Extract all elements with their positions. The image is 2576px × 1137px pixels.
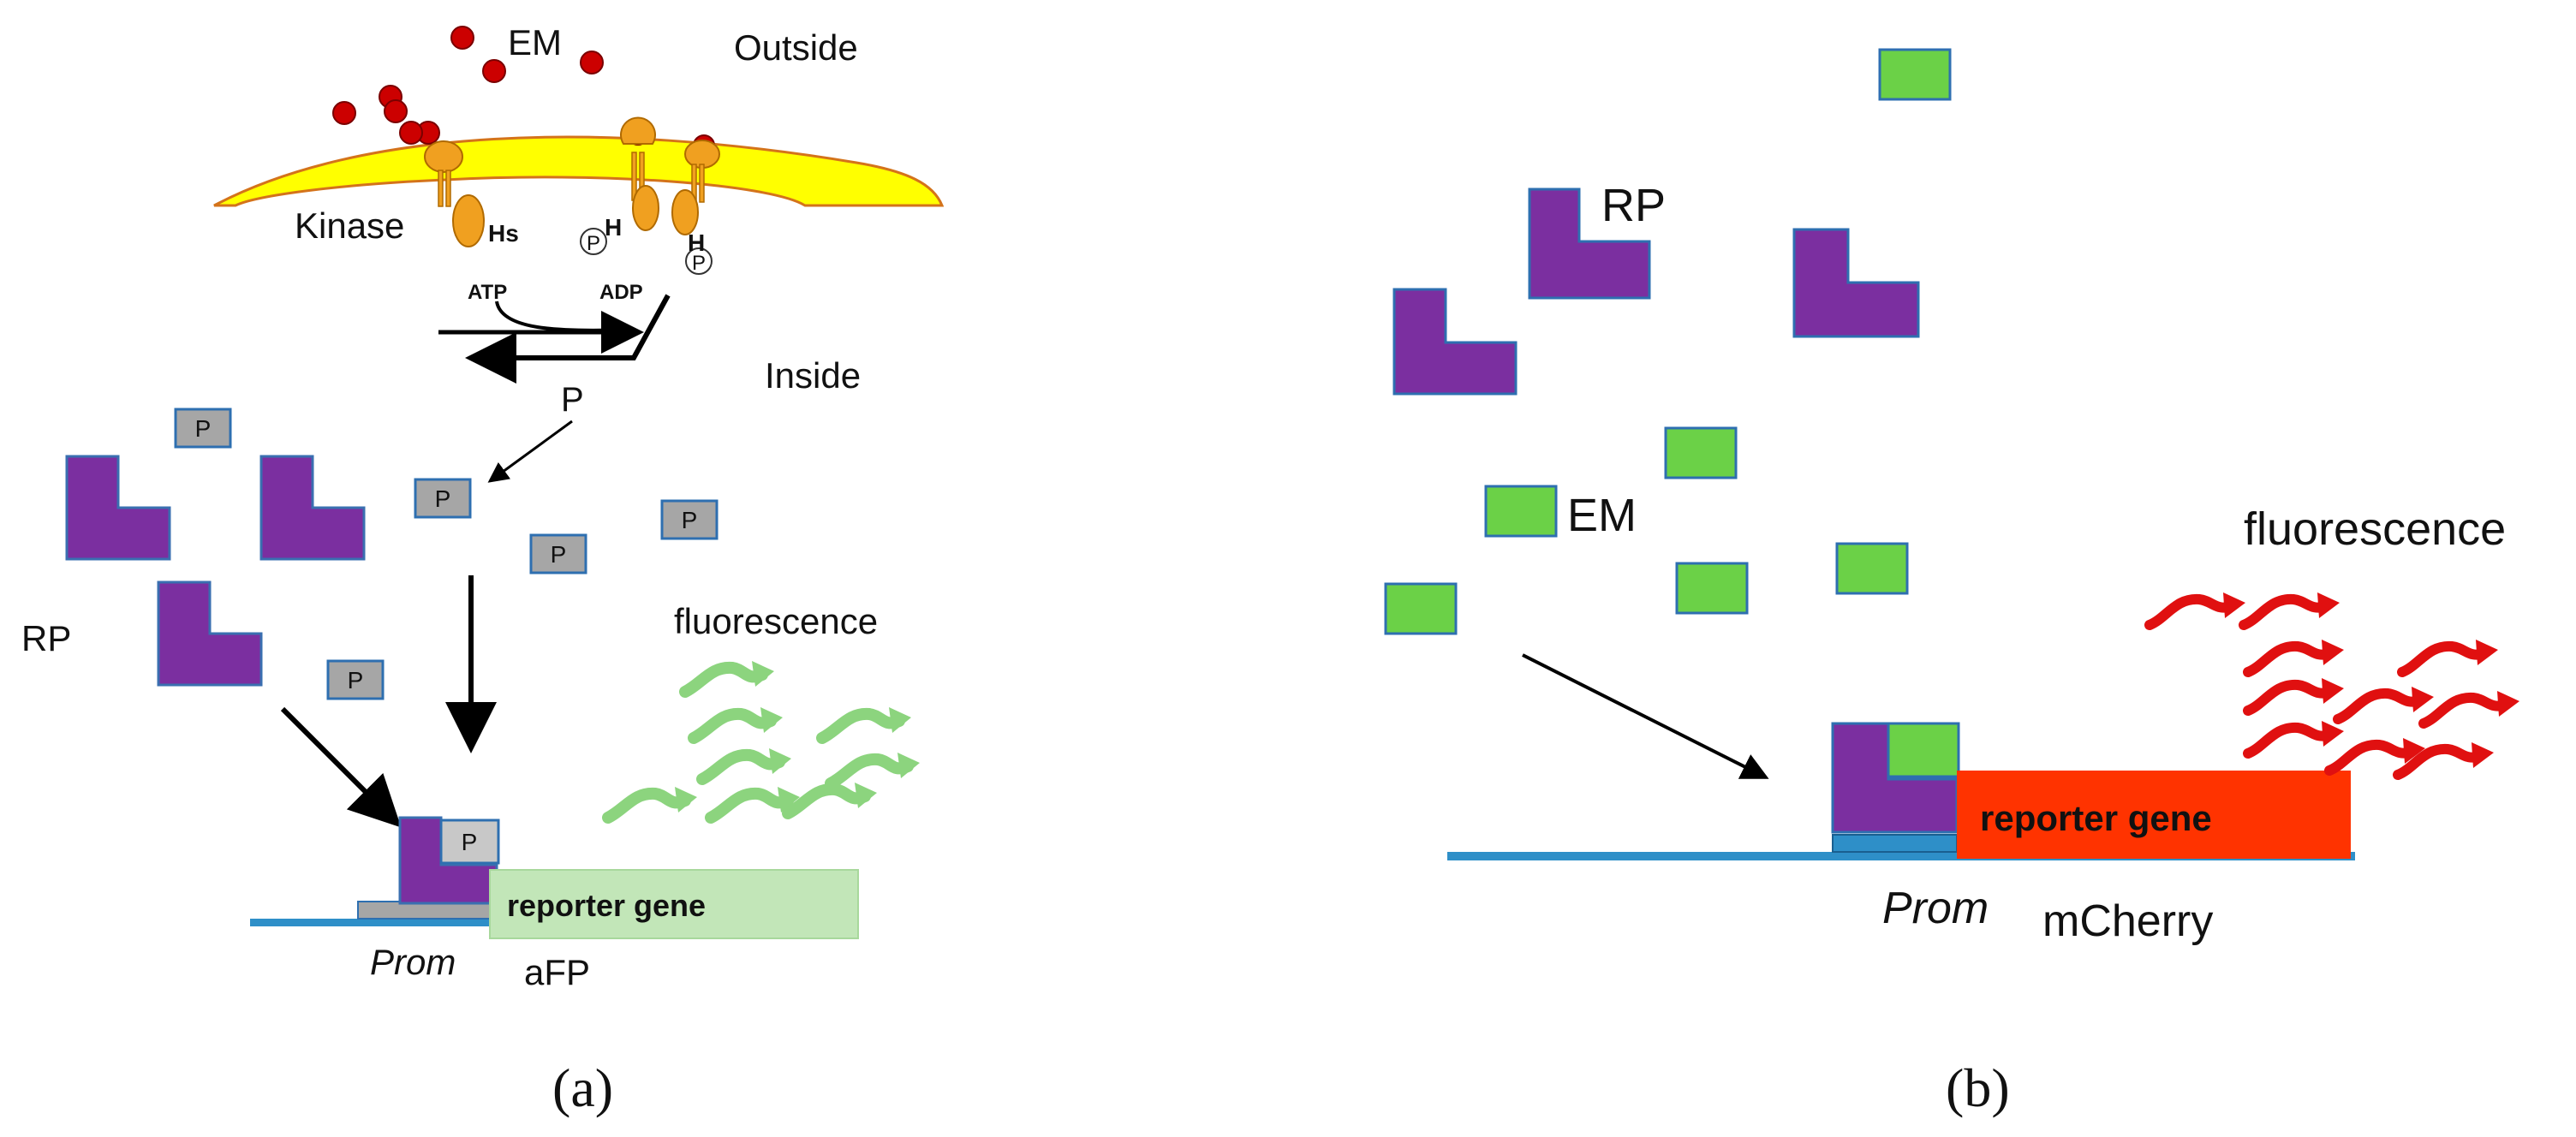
phosphate-box: P (326, 659, 385, 700)
rp-binding-arrow (280, 706, 402, 828)
h-label-1: H (605, 214, 622, 241)
panel-a: P P EM Outside Kinase Hs H H ATP ADP Ins… (21, 22, 945, 1118)
rp-label: RP (21, 618, 71, 658)
phosphate-box: P (414, 478, 472, 519)
rp-protein (65, 455, 171, 561)
reporter-gene-label: reporter gene (507, 888, 706, 923)
h-label-2: H (688, 229, 705, 256)
phosphotransfer-arrow (465, 294, 671, 384)
bound-rp-em-complex (1831, 722, 1960, 834)
dna-strand (250, 919, 514, 926)
red-fluorescence-arrows (2150, 592, 2519, 775)
phospho-circle-icon-2: P (685, 247, 713, 275)
green-fluorescence-arrows (608, 661, 920, 818)
hs-label: Hs (488, 220, 519, 247)
svg-text:P: P (195, 415, 212, 442)
caption-b: (b) (1946, 1057, 2010, 1118)
receptor-dimer-icon (620, 116, 720, 235)
caption-a: (a) (552, 1057, 613, 1118)
em-binding-arrow (1522, 653, 1769, 779)
rp-protein (1528, 188, 1651, 300)
receptor-kinase-icon (424, 140, 485, 247)
p-arrow (487, 420, 573, 483)
svg-text:P: P (551, 541, 567, 568)
prom-label-b: Prom (1882, 884, 1989, 933)
atp-label: ATP (468, 281, 507, 304)
em-molecules (1384, 48, 1952, 635)
panel-b: RP EM reporter gene Prom mCherry fluores… (1384, 48, 2519, 1118)
mcherry-label: mCherry (2042, 896, 2213, 946)
em-label: EM (508, 22, 562, 63)
svg-text:P: P (348, 667, 364, 694)
svg-text:P: P (435, 485, 451, 512)
svg-text:P: P (462, 829, 478, 855)
atp-adp-arrow (495, 301, 636, 348)
rp-label-b: RP (1601, 180, 1666, 231)
prom-label: Prom (370, 942, 456, 982)
reporter-gene-box-b (1957, 771, 2351, 859)
fluorescence-label-b: fluorescence (2244, 503, 2506, 555)
svg-text:P: P (682, 507, 698, 533)
adp-label: ADP (599, 281, 643, 304)
p-label: P (561, 381, 584, 419)
afp-label: aFP (524, 952, 590, 992)
kinase-label: Kinase (295, 205, 404, 246)
phosphate-box: P (529, 533, 587, 574)
phospho-circle-icon: P (580, 228, 607, 255)
reporter-gene-box (489, 869, 859, 939)
phosphate-box: P (660, 499, 719, 540)
rp-protein (259, 455, 366, 561)
outside-label: Outside (734, 27, 858, 68)
em-label-b: EM (1567, 490, 1637, 541)
rp-protein (157, 580, 263, 687)
cell-membrane (213, 135, 945, 207)
rp-protein (1792, 228, 1920, 338)
reporter-gene-label-b: reporter gene (1980, 798, 2212, 838)
promoter-site-b (1832, 834, 1958, 853)
dna-strand-b (1447, 852, 2355, 860)
svg-text:P: P (587, 232, 600, 255)
inside-label: Inside (765, 355, 861, 396)
phosphate-box: P (174, 408, 232, 449)
bound-rp-complex: P (398, 816, 500, 905)
rp-protein (1392, 288, 1518, 396)
fluorescence-label: fluorescence (674, 601, 878, 641)
svg-text:P: P (692, 252, 706, 275)
